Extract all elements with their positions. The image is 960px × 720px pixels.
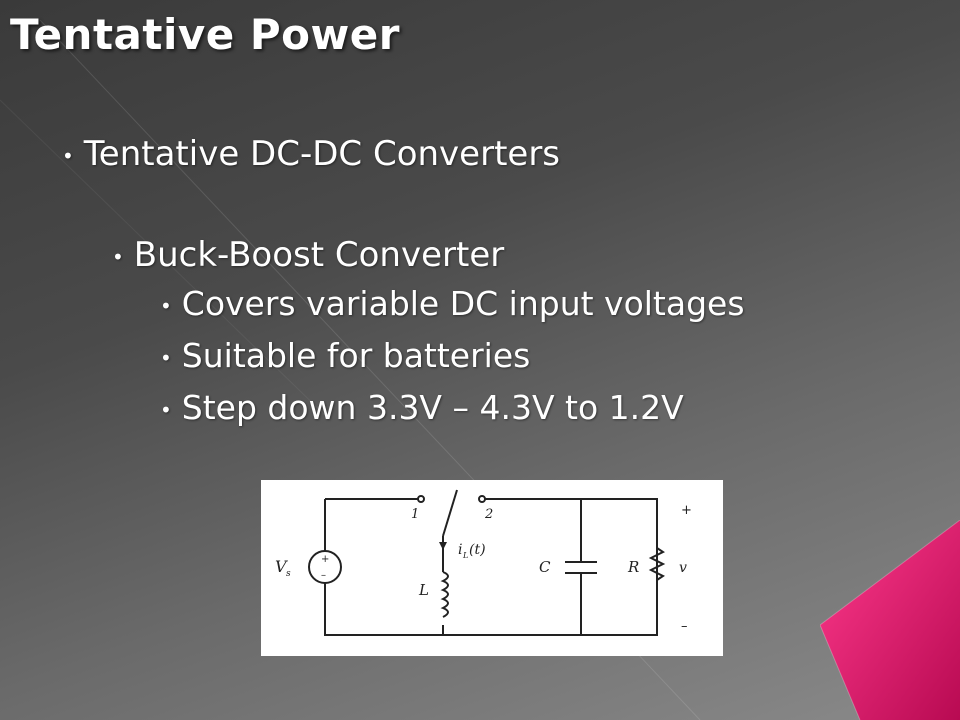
bullet-level3: •Suitable for batteries xyxy=(160,336,531,375)
bullet-level3: •Covers variable DC input voltages xyxy=(160,284,745,323)
bullet-level1: •Tentative DC-DC Converters xyxy=(62,134,561,174)
bullet-text: Tentative DC-DC Converters xyxy=(83,134,561,174)
buck-boost-circuit-diagram: + – V s 1 2 i L (t) L C R v + – xyxy=(261,480,723,656)
node-1-label: 1 xyxy=(411,507,419,522)
accent-triangle-decor xyxy=(820,520,960,720)
slide-title: Tentative Power xyxy=(10,10,400,59)
bullet-text: Step down 3.3V – 4.3V to 1.2V xyxy=(181,388,684,427)
resistor-label: R xyxy=(627,558,639,576)
bullet-text: Covers variable DC input voltages xyxy=(181,284,745,323)
current-argument: (t) xyxy=(469,542,486,558)
bullet-text: Buck-Boost Converter xyxy=(133,235,505,275)
current-label: i xyxy=(458,542,462,558)
capacitor-label: C xyxy=(539,558,551,576)
inductor-label: L xyxy=(418,581,429,599)
source-subscript: s xyxy=(286,569,291,579)
source-label: V xyxy=(275,557,288,576)
output-voltage-label: v xyxy=(679,560,687,576)
current-arrow-icon xyxy=(439,542,447,550)
node-2-label: 2 xyxy=(484,507,493,522)
bullet-level3: •Step down 3.3V – 4.3V to 1.2V xyxy=(160,388,684,427)
source-minus: – xyxy=(321,570,326,581)
current-subscript: L xyxy=(462,551,468,560)
output-minus: – xyxy=(681,619,688,634)
bullet-level2: •Buck-Boost Converter xyxy=(112,235,505,275)
output-plus: + xyxy=(681,503,692,518)
bullet-text: Suitable for batteries xyxy=(181,336,531,375)
source-plus: + xyxy=(321,554,329,565)
